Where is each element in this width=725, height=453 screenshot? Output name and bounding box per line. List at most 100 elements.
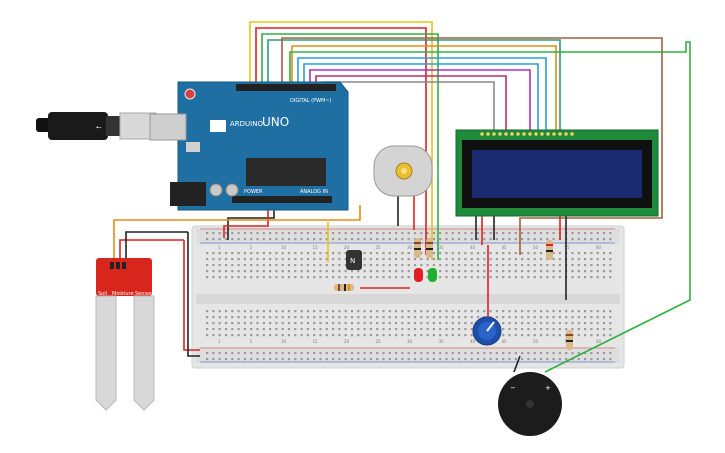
power-header-label: POWER xyxy=(244,189,263,195)
wire-brown-long xyxy=(281,37,663,255)
breadboard-column-number: 50 xyxy=(533,339,539,344)
breadboard-column-number: 40 xyxy=(470,245,476,250)
breadboard-column-number: 30 xyxy=(407,339,413,344)
lcd-pin[interactable] xyxy=(498,132,502,136)
lcd-pin[interactable] xyxy=(564,132,568,136)
lcd-pin[interactable] xyxy=(480,132,484,136)
breadboard-column-number: 40 xyxy=(470,339,476,344)
breadboard-column-number: 10 xyxy=(281,339,287,344)
lcd-pin[interactable] xyxy=(540,132,544,136)
breadboard-column-number: 25 xyxy=(376,245,382,250)
lcd-pin[interactable] xyxy=(516,132,520,136)
wire-blue2 xyxy=(303,63,539,130)
breadboard-column-number: 60 xyxy=(596,339,602,344)
wire-green-digital xyxy=(261,33,439,260)
breadboard-column-number: 50 xyxy=(533,245,539,250)
wires xyxy=(113,21,691,373)
power-analog-header xyxy=(232,196,332,203)
breadboard-column-number: 25 xyxy=(376,339,382,344)
breadboard-column-number: 5 xyxy=(250,339,253,344)
arduino-uno[interactable]: ARDUINO UNO DIGITAL (PWM~) POWER ANALOG … xyxy=(149,81,349,211)
resistor-lcd[interactable] xyxy=(546,240,553,260)
lcd-pin[interactable] xyxy=(492,132,496,136)
sensor-label-3: Sensor xyxy=(135,291,153,297)
atmega-chip xyxy=(246,158,326,186)
resistor-led2[interactable] xyxy=(426,238,433,258)
digital-header-label: DIGITAL (PWM~) xyxy=(290,98,332,104)
dc-jack xyxy=(170,182,206,206)
lcd-pin[interactable] xyxy=(552,132,556,136)
breadboard-column-number: 20 xyxy=(344,339,350,344)
wire-orange-a0 xyxy=(113,205,361,262)
usb-icon: ⭠ xyxy=(96,123,102,131)
arduino-model: UNO xyxy=(262,115,289,129)
npn-transistor[interactable]: N xyxy=(346,250,362,270)
wire-blue xyxy=(297,57,547,130)
wire-orange-digital xyxy=(291,45,557,130)
soil-moisture-sensor[interactable]: Soil Moisture Sensor xyxy=(95,258,155,411)
breadboard-column-number: 60 xyxy=(596,245,602,250)
lcd-pin[interactable] xyxy=(522,132,526,136)
usb-cable: ⭠ xyxy=(36,112,157,140)
resistor-buzzer[interactable] xyxy=(566,330,573,350)
potentiometer[interactable] xyxy=(472,316,502,346)
lcd-16x2[interactable] xyxy=(455,129,659,217)
red-led[interactable] xyxy=(414,268,423,282)
arduino-logo xyxy=(210,120,226,132)
breadboard-column-number: 5 xyxy=(250,245,253,250)
resistor-base[interactable] xyxy=(334,284,354,291)
usb-port xyxy=(149,113,187,141)
breadboard-column-number: 20 xyxy=(344,245,350,250)
breadboard-column-number: 35 xyxy=(439,245,445,250)
wire-black-buzzer xyxy=(513,355,521,373)
breadboard-column-number: 30 xyxy=(407,245,413,250)
breadboard[interactable]: 1155101015152020252530303535404045455050… xyxy=(191,225,625,369)
crystal xyxy=(186,142,200,152)
capacitor-left xyxy=(209,183,223,197)
breadboard-column-number: 1 xyxy=(218,339,221,344)
wire-teal xyxy=(267,39,561,130)
lcd-pin[interactable] xyxy=(546,132,550,136)
wire-yellow xyxy=(249,21,433,260)
breadboard-column-number: 10 xyxy=(281,245,287,250)
breadboard-column-number: 35 xyxy=(439,339,445,344)
buzzer-minus: − xyxy=(510,384,516,392)
sensor-label-1: Soil xyxy=(98,291,107,297)
buzzer-plus: + xyxy=(545,384,551,392)
wire-red-rail xyxy=(183,240,200,351)
green-led[interactable] xyxy=(428,268,437,282)
breadboard-column-number: 15 xyxy=(313,339,319,344)
reset-button[interactable] xyxy=(184,88,196,100)
wire-black-rail xyxy=(187,232,200,357)
breadboard-column-number: 45 xyxy=(502,245,508,250)
sensor-prong-right xyxy=(133,295,155,411)
sensor-label-2: Moisture xyxy=(112,291,134,297)
wire-purple xyxy=(309,69,531,130)
resistors xyxy=(334,238,573,350)
wire-red-5v xyxy=(223,205,269,238)
lcd-pin[interactable] xyxy=(570,132,574,136)
lcd-screen xyxy=(472,150,642,198)
breadboard-column-number: 55 xyxy=(565,245,571,250)
lcd-pin[interactable] xyxy=(504,132,508,136)
breadboard-column-number: 45 xyxy=(502,339,508,344)
wire-red-digital xyxy=(255,27,427,255)
transistor-label: N xyxy=(350,257,355,265)
capacitor-right xyxy=(225,183,239,197)
lcd-pin[interactable] xyxy=(528,132,532,136)
dc-motor[interactable] xyxy=(373,145,433,197)
wire-red-sensor xyxy=(119,239,184,262)
breadboard-column-number: 15 xyxy=(313,245,319,250)
wire-black-gnd xyxy=(227,205,275,240)
breadboard-column-number: 1 xyxy=(218,245,221,250)
lcd-pin[interactable] xyxy=(486,132,490,136)
digital-header xyxy=(236,84,336,91)
wire-black-sensor xyxy=(125,231,188,262)
sensor-prong-left xyxy=(95,295,117,411)
lcd-pin[interactable] xyxy=(510,132,514,136)
lcd-pin[interactable] xyxy=(534,132,538,136)
resistor-led1[interactable] xyxy=(414,238,421,258)
piezo-buzzer[interactable]: − + xyxy=(498,372,562,436)
lcd-pin[interactable] xyxy=(558,132,562,136)
